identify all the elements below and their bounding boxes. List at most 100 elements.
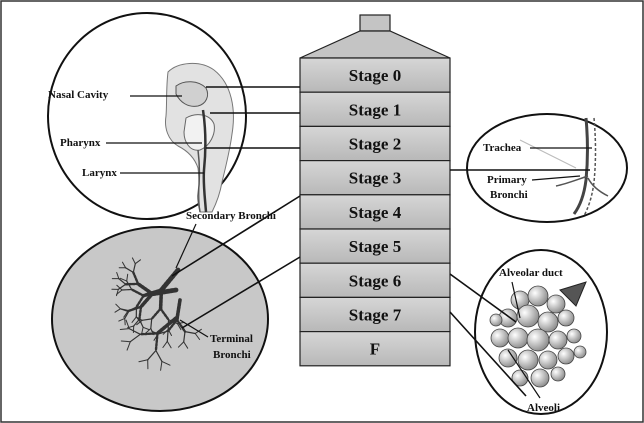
alveolus-sac-19 [489,313,503,327]
bronchus-segment-91 [150,330,159,335]
alveolus-sac-14 [538,350,558,370]
bronchus-segment-85 [166,318,179,333]
alveolus-sac-6 [557,309,575,327]
bronchus-segment-33 [138,305,143,321]
bronchus-segment-37 [133,318,140,327]
bronchus-segment-40 [127,305,143,312]
impactor-top-cone [299,30,451,59]
label-terminal-bronchi: Bronchi [213,349,251,361]
trachea-panel: Trachea Primary Bronchi [466,113,628,223]
impactor-stage-label-4: Stage 4 [349,203,402,222]
label-trachea: Trachea [483,142,522,154]
label-primary-bronchi: Bronchi [490,189,528,201]
alveolus-sac-9 [526,328,550,352]
connector-stage-7-alveoli [449,311,527,397]
bronchus-segment-36 [141,326,144,335]
bronchus-segment-77 [175,298,182,322]
bronchus-segment-59 [132,263,136,273]
bronchus-segment-64 [155,349,163,362]
impactor-stage-box-5 [299,228,451,264]
bronchus-segment-75 [119,328,130,330]
bronchus-segment-13 [141,318,153,321]
bronchus-segment-46 [115,303,121,310]
label-larynx: Larynx [82,167,117,179]
bronchus-segment-35 [142,326,150,331]
impactor-stage-label-1: Stage 1 [349,100,401,119]
pointer-primary-bronchi [531,175,581,181]
bronchus-segment-58 [122,261,127,269]
connector-stage-6-alveolar-duct [449,273,517,323]
alveolus-sac-18 [550,366,566,382]
bronchus-segment-86 [166,330,169,342]
impactor-stage-label-3: Stage 3 [349,169,401,188]
bronchus-segment-2 [159,307,170,321]
bronchus-segment-90 [153,333,159,341]
label-alveolar-duct: Alveolar duct [499,267,563,279]
alveolus-sac-7 [490,328,510,348]
bronchus-segment-70 [139,332,159,336]
alveolus-sac-2 [546,294,566,314]
bronchus-segment-49 [117,283,127,290]
alveoli-panel: Alveolar duct Alveoli [474,249,608,415]
bronchus-segment-44 [119,308,130,312]
trachea-circle [466,113,628,223]
bronchus-segment-55 [132,271,140,286]
alveolus-sac-4 [516,304,540,328]
connector-stage-4-secondary-bronchi [171,195,301,277]
impactor-stage-label-0: Stage 0 [349,66,401,85]
bronchus-segment-32 [139,291,155,309]
bronchus-segment-54 [116,272,120,280]
impactor-stage-label-5: Stage 5 [349,237,401,256]
impactor-stage-label-2: Stage 2 [349,135,401,154]
trachea-rings-sketch [583,117,597,217]
bronchus-segment-82 [183,331,186,343]
bronchus-segment-71 [129,333,141,343]
connector-stage-5-terminal-bronchi [181,256,301,329]
bronchus-segment-25 [121,288,133,291]
bronchus-segment-89 [157,330,169,335]
alveolus-sac-10 [548,330,568,350]
bronchus-segment-67 [147,349,157,361]
pharynx-larynx-tube-sketch [201,109,208,213]
upper-airway-panel: Nasal Cavity Pharynx Larynx [47,12,247,220]
alveolus-sac-12 [498,348,518,368]
trachea-tube-sketch [572,117,589,215]
bronchi-panel: Secondary Bronchi Terminal Bronchi [51,210,276,412]
alveolus-sac-15 [557,347,575,365]
primary-bronchi-sketch [555,175,609,197]
impactor-stage-box-3 [299,160,451,196]
pointer-secondary-bronchi [175,223,197,269]
bronchus-segment-83 [183,341,189,349]
label-terminal: Terminal [210,333,253,345]
bronchus-segment-50 [116,288,119,297]
pointer-alveoli [507,349,541,399]
impactor-stage-box-1 [299,91,451,127]
impactor-stage-box-2 [299,125,451,162]
bronchus-segment-22 [123,310,129,318]
bronchus-segment-34 [138,318,144,328]
bronchus-segment-69 [138,359,149,363]
alveolus-sac-11 [566,328,582,344]
bronchus-segment-43 [118,317,126,322]
bronchus-segment-10 [150,318,153,330]
bronchus-segment-56 [124,267,134,273]
bronchus-segment-42 [124,317,126,326]
label-secondary-bronchi: Secondary Bronchi [186,210,276,222]
bronchus-segment-20 [131,316,137,323]
esophagus-sketch [197,149,201,213]
alveolus-sac-13 [517,349,539,371]
impactor-inlet-nozzle [359,14,391,32]
bronchus-segment-17 [135,294,145,309]
impactor-stage-label-7: Stage 7 [349,306,402,325]
airflow-arrow-icon [559,281,587,307]
impactor-stage-box-8 [299,331,451,367]
bronchus-segment-30 [126,273,129,282]
bronchus-segment-78 [175,318,187,333]
bronchus-segment-9 [150,307,162,321]
bronchus-segment-24 [130,288,145,297]
bronchus-segment-12 [145,328,152,334]
impactor-stack [299,14,451,367]
bronchi-circle [51,226,269,412]
bronchus-segment-84 [177,341,185,348]
